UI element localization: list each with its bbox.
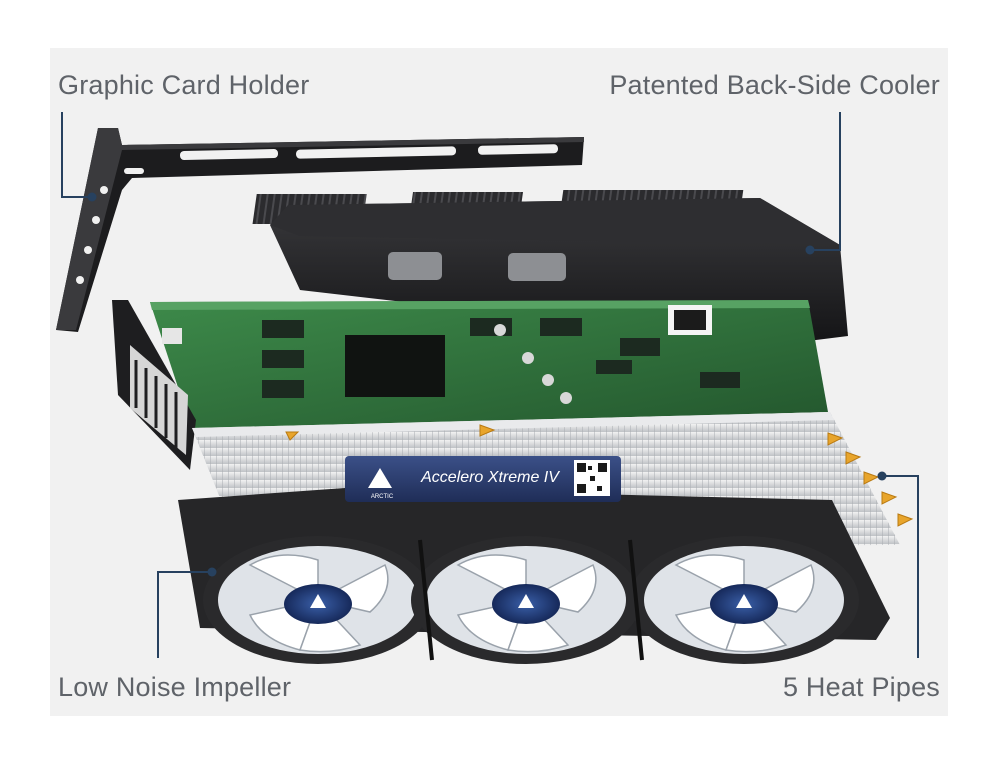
- leader-line-cooler: [810, 112, 841, 251]
- leader-dots: [87, 192, 887, 577]
- callout-heat-pipes: 5 Heat Pipes: [783, 672, 940, 702]
- brand-logo-text: ARCTIC: [371, 494, 394, 500]
- heat-pipes: [285, 424, 914, 527]
- product-name: Accelero Xtreme IV: [420, 469, 560, 486]
- fan-right: [629, 536, 859, 664]
- callout-graphic-card-holder: Graphic Card Holder: [58, 70, 310, 100]
- io-bracket: [112, 300, 196, 470]
- leader-line-pipes: [882, 475, 919, 658]
- product-name-plate: [345, 456, 621, 502]
- graphic-card-holder: [56, 128, 584, 332]
- graphics-card-pcb: [150, 300, 828, 430]
- leader-line-holder: [61, 112, 92, 198]
- callout-low-noise-impeller: Low Noise Impeller: [58, 672, 292, 702]
- leader-lines: [61, 112, 919, 658]
- arctic-logo-icon: [368, 468, 392, 488]
- fan-center: [411, 536, 641, 664]
- leader-line-impeller: [157, 571, 212, 658]
- callout-back-side-cooler: Patented Back-Side Cooler: [609, 70, 940, 100]
- fan-left: [203, 536, 433, 664]
- fan-frame-braces: [418, 539, 644, 661]
